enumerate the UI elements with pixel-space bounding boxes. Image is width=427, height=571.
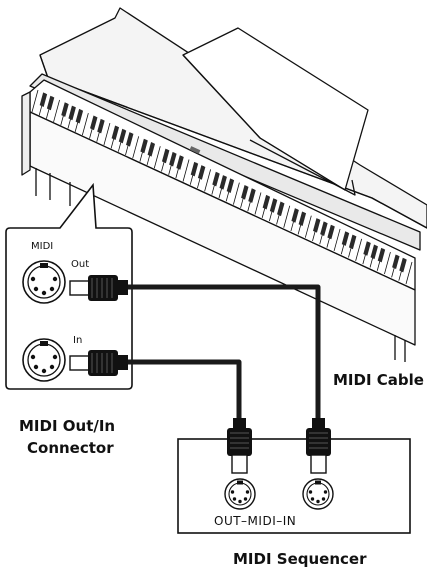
sequencer-ports-label: OUT–MIDI–IN xyxy=(214,514,296,528)
midi-sequencer-label: MIDI Sequencer xyxy=(233,550,366,568)
midi-sequencer-in-jack-icon xyxy=(303,479,333,509)
midi-sequencer-out-jack-icon xyxy=(225,479,255,509)
midi-cable-icon xyxy=(128,287,318,420)
midi-cable-label: MIDI Cable xyxy=(333,371,424,389)
midi-in-jack-icon xyxy=(23,339,65,381)
panel-midi-label: MIDI xyxy=(31,241,53,252)
panel-out-label: Out xyxy=(71,259,89,270)
connector-label: Connector xyxy=(27,439,114,457)
midi-out-in-label: MIDI Out/In xyxy=(19,417,115,435)
midi-out-jack-icon xyxy=(23,261,65,303)
panel-in-label: In xyxy=(73,335,82,346)
